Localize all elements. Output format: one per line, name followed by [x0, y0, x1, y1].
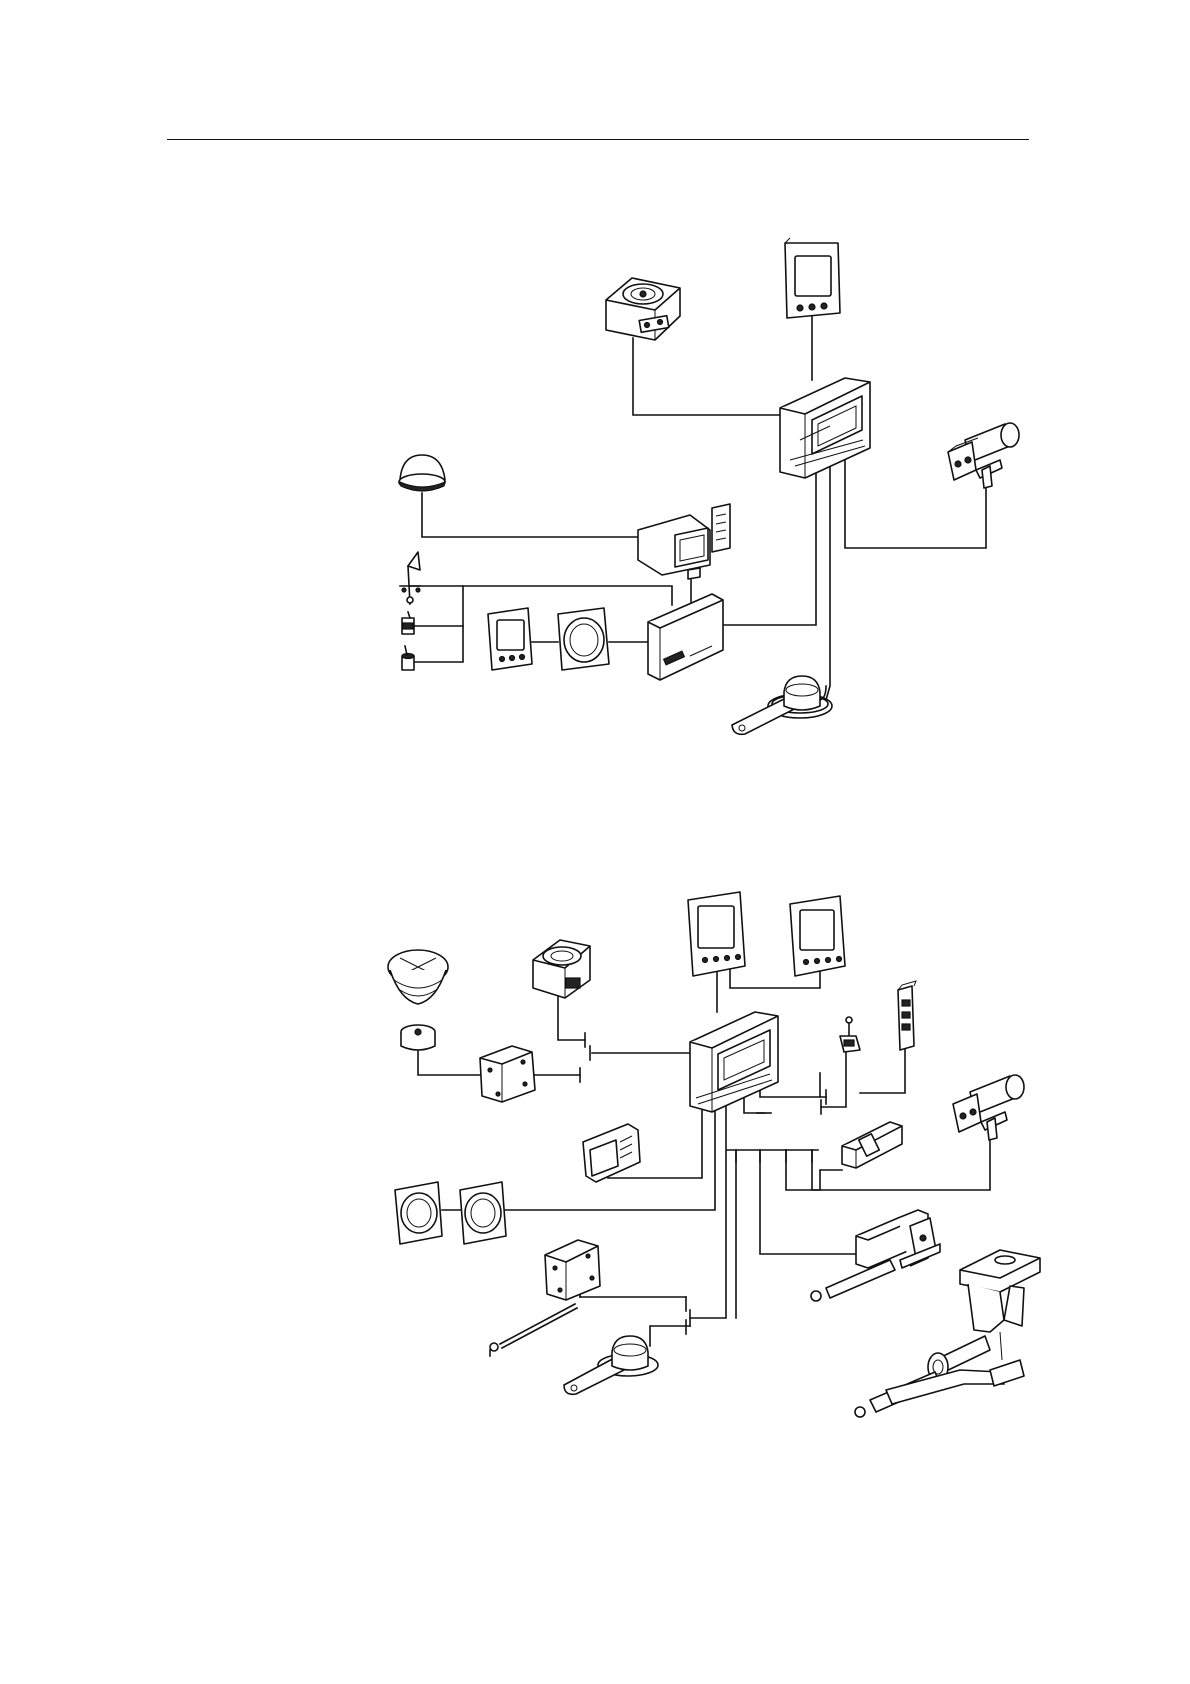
rudder-feedback-unit-lower-icon [564, 1336, 658, 1394]
junction-box-2-icon [545, 1240, 600, 1300]
fluxgate-compass-icon [401, 1025, 435, 1050]
instrument-dial-icon [558, 608, 609, 670]
plotter-display-icon [583, 1124, 640, 1182]
joystick-icon [840, 1017, 860, 1052]
chart-radar-display-icon [638, 504, 730, 579]
handheld-remote-icon [898, 981, 916, 1050]
junction-box-1-icon [480, 1046, 535, 1102]
control-unit-display-icon [780, 378, 870, 478]
lower-system-diagram [388, 892, 1040, 1417]
dial-2-icon [460, 1182, 506, 1244]
instrument-display-icon [488, 608, 532, 670]
rudder-feedback-unit-icon [732, 676, 832, 734]
gps-dome-antenna-icon [399, 455, 445, 491]
linear-drive-unit-icon [811, 1210, 940, 1301]
drive-pump-motor-lower-icon [953, 1075, 1024, 1140]
dial-1-icon [395, 1182, 442, 1244]
interface-unit-icon [648, 594, 723, 680]
depth-transducer-icon [402, 646, 414, 670]
solenoid-valve-icon [842, 1122, 902, 1168]
radar-scanner-icon [388, 950, 448, 1004]
wind-transducer-icon [400, 552, 420, 604]
speed-transducer-icon [402, 612, 414, 634]
autopilot-control-head-lower-icon [533, 940, 590, 998]
upper-system-diagram [399, 238, 1019, 734]
feedback-lever-icon [490, 1304, 577, 1356]
remote-display-icon [785, 238, 840, 318]
remote-display-1-icon [688, 892, 745, 976]
drive-pump-motor-icon [948, 423, 1019, 488]
remote-display-2-icon [790, 896, 845, 976]
autopilot-control-head-icon [606, 278, 680, 340]
